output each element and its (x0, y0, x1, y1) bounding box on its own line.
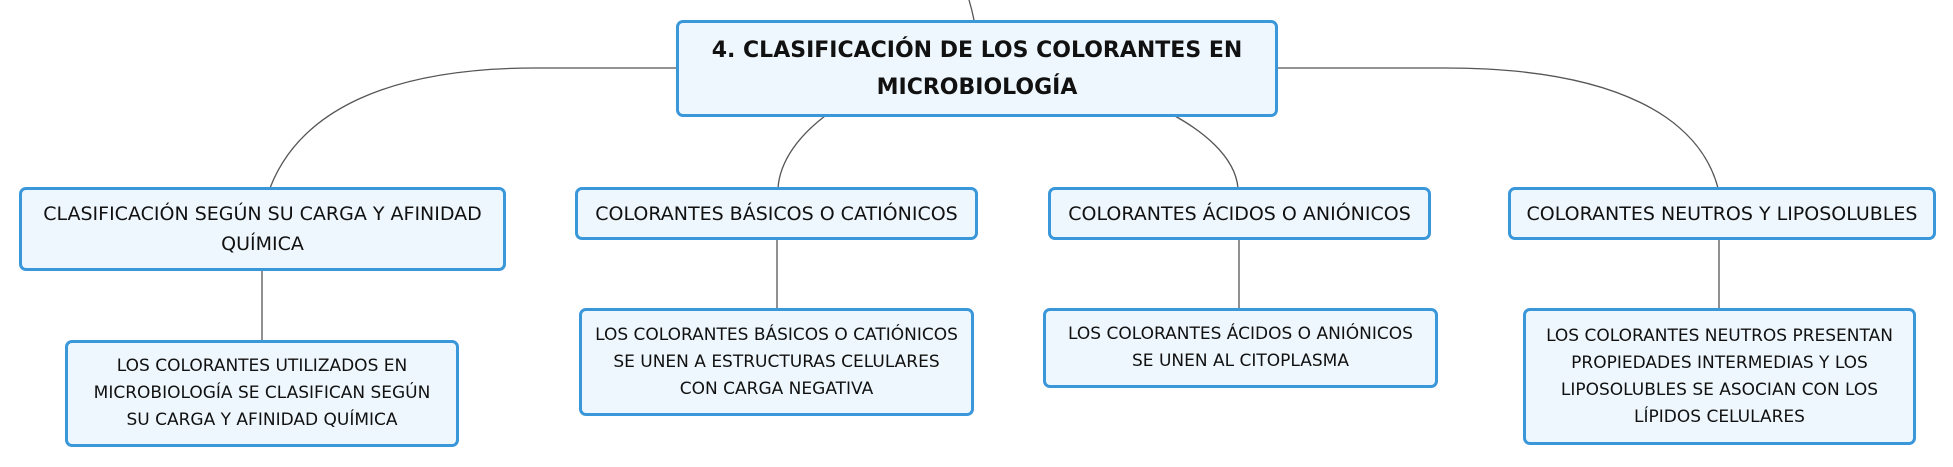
connector-branch-3 (1174, 115, 1239, 189)
subtopic-neutros-liposolubles[interactable]: LOS COLORANTES NEUTROS PRESENTAN PROPIED… (1523, 308, 1916, 445)
subtopic-label: LOS COLORANTES UTILIZADOS EN MICROBIOLOG… (93, 356, 431, 430)
branch-basicos-cationicos[interactable]: COLORANTES BÁSICOS O CATIÓNICOS (575, 187, 978, 240)
subtopic-label: LOS COLORANTES ÁCIDOS O ANIÓNICOS SE UNE… (1068, 324, 1413, 371)
branch-label: COLORANTES NEUTROS Y LIPOSOLUBLES (1526, 202, 1918, 225)
connector-branch-4 (1278, 67, 1719, 189)
central-topic[interactable]: 4. CLASIFICACIÓN DE LOS COLORANTES EN MI… (676, 20, 1278, 117)
branch-label: COLORANTES ÁCIDOS O ANIÓNICOS (1068, 202, 1411, 225)
subtopic-acidos-anionicos[interactable]: LOS COLORANTES ÁCIDOS O ANIÓNICOS SE UNE… (1043, 308, 1438, 388)
branch-label: CLASIFICACIÓN SEGÚN SU CARGA Y AFINIDAD … (43, 203, 482, 255)
branch-neutros-liposolubles[interactable]: COLORANTES NEUTROS Y LIPOSOLUBLES (1508, 187, 1936, 240)
subtopic-label: LOS COLORANTES BÁSICOS O CATIÓNICOS SE U… (595, 324, 958, 399)
branch-carga-afinidad[interactable]: CLASIFICACIÓN SEGÚN SU CARGA Y AFINIDAD … (19, 187, 506, 271)
connector-branch-1 (269, 67, 678, 189)
central-topic-label: 4. CLASIFICACIÓN DE LOS COLORANTES EN MI… (711, 37, 1243, 100)
subtopic-carga-afinidad[interactable]: LOS COLORANTES UTILIZADOS EN MICROBIOLOG… (65, 340, 459, 447)
branch-acidos-anionicos[interactable]: COLORANTES ÁCIDOS O ANIÓNICOS (1048, 187, 1431, 240)
connector-parent (968, 0, 975, 21)
branch-label: COLORANTES BÁSICOS O CATIÓNICOS (595, 202, 958, 225)
subtopic-basicos-cationicos[interactable]: LOS COLORANTES BÁSICOS O CATIÓNICOS SE U… (579, 308, 974, 416)
connector-branch-2 (777, 115, 826, 189)
subtopic-label: LOS COLORANTES NEUTROS PRESENTAN PROPIED… (1546, 325, 1893, 427)
